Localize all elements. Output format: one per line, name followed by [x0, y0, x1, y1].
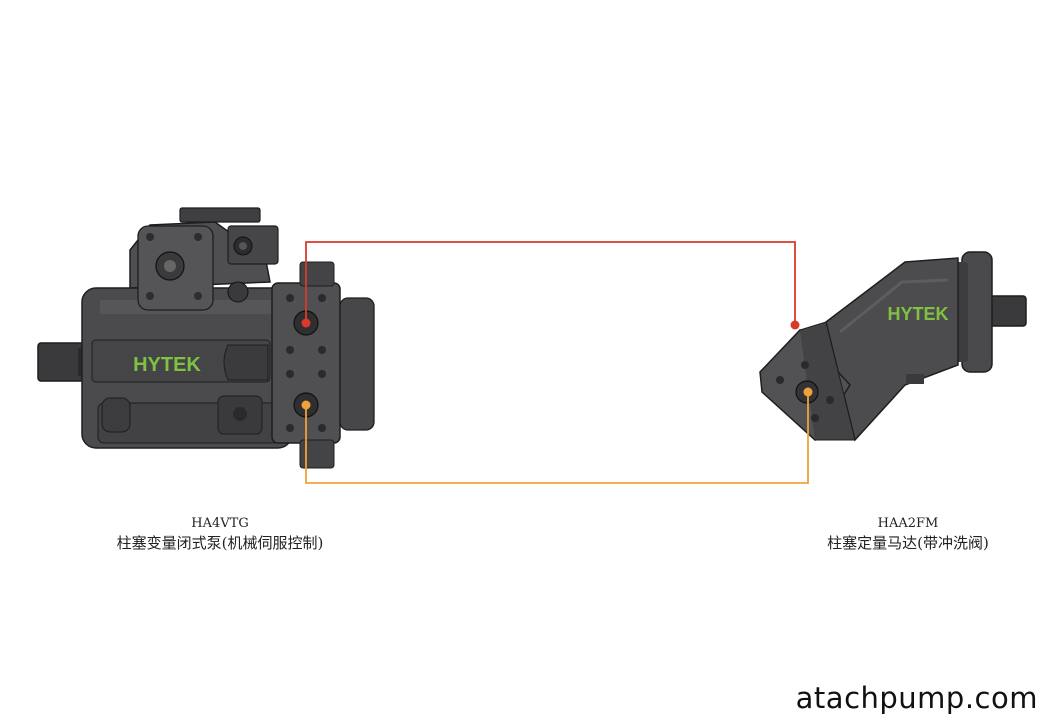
pump-port-a-marker — [301, 318, 311, 328]
motor-description: 柱塞定量马达(带冲洗阀) — [827, 534, 989, 552]
line-b-orange — [305, 392, 809, 484]
motor-shaft — [989, 295, 1027, 327]
pump-model: HA4VTG — [191, 516, 249, 531]
pump-port-b-marker — [301, 400, 311, 410]
pump-brand-label: HYTEK — [133, 354, 201, 376]
pump-illustration: HYTEK — [37, 207, 375, 469]
motor-caption: HAA2FM 柱塞定量马达(带冲洗阀) — [778, 515, 1038, 553]
motor-port-a-marker — [790, 320, 800, 330]
motor-port-b-marker — [803, 387, 813, 397]
pump-description: 柱塞变量闭式泵(机械伺服控制) — [116, 534, 324, 552]
watermark: atachpump.com — [795, 681, 1038, 715]
motor-model: HAA2FM — [877, 516, 939, 531]
motor-brand-label: HYTEK — [887, 304, 948, 324]
pump-caption: HA4VTG 柱塞变量闭式泵(机械伺服控制) — [80, 515, 360, 553]
motor-illustration: HYTEK — [759, 251, 1027, 442]
line-a-red — [305, 241, 796, 325]
hydraulic-lines — [301, 241, 813, 484]
